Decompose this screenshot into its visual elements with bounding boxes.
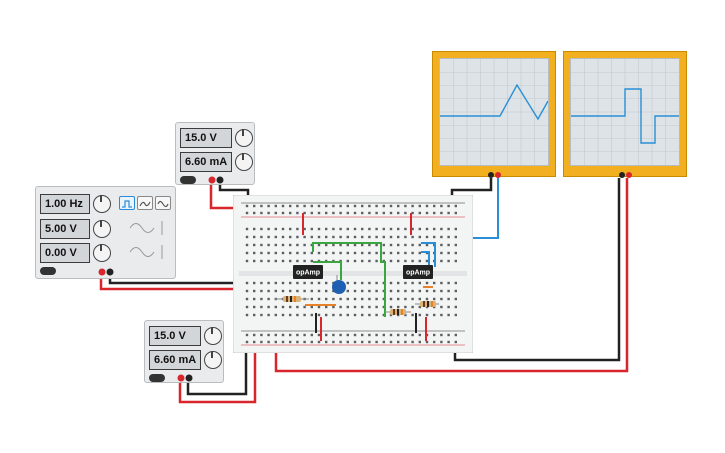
negative-probe[interactable] [488,172,494,178]
oscilloscope-1[interactable] [432,51,556,178]
triangle-wave-icon [139,201,151,207]
chip-label: opAmp [296,270,320,277]
power-supply-top: 15.0 V 6.60 mA [175,122,255,185]
probe-terminals [619,172,632,178]
positive-probe[interactable] [626,172,632,178]
square-wave-trace [571,88,679,144]
offset-hint-icon [129,245,163,259]
negative-terminal[interactable] [106,268,114,276]
scope-screen [439,58,549,166]
sine-wave-icon [157,200,169,208]
jumper-green-1[interactable] [312,242,386,317]
current-display: 6.60 mA [149,350,201,370]
resistor-2[interactable] [385,309,411,315]
scope-screen [570,58,680,166]
sine-wave-button[interactable] [155,196,171,210]
jumper-blue-2[interactable] [421,251,430,267]
negative-terminal[interactable] [216,176,224,184]
voltage-knob[interactable] [204,327,222,345]
wire-scope2-red[interactable] [274,178,629,373]
terminals [98,268,114,276]
chip-label: opAmp [406,270,430,277]
wire-bottom-supply-black[interactable] [186,335,248,396]
jumper-green-2[interactable] [313,261,342,280]
triangle-wave-trace [440,83,548,121]
probe-terminals [488,172,501,178]
positive-terminal[interactable] [177,374,185,382]
opamp-chip-2[interactable]: opAmp [403,265,433,279]
positive-probe[interactable] [495,172,501,178]
function-generator: 1.00 Hz 5.00 V 0.00 V [35,186,176,279]
frequency-display: 1.00 Hz [40,194,90,214]
power-supply-bottom: 15.0 V 6.60 mA [144,320,224,383]
capacitor[interactable] [332,275,346,294]
scope-grid [440,59,548,165]
square-wave-button[interactable] [119,196,135,210]
amplitude-display: 5.00 V [40,219,90,239]
square-wave-icon [122,200,132,208]
oscilloscope-2[interactable] [563,51,687,178]
negative-probe[interactable] [619,172,625,178]
breadboard[interactable]: opAmp opAmp [233,195,473,353]
voltage-knob[interactable] [235,129,253,147]
positive-terminal[interactable] [208,176,216,184]
wire-scope2-black[interactable] [453,178,621,362]
amplitude-hint-icon [129,221,163,235]
power-toggle[interactable] [180,176,196,184]
scope-grid [571,59,679,165]
jumper-blue-1[interactable] [421,242,436,267]
current-knob[interactable] [204,351,222,369]
current-knob[interactable] [235,153,253,171]
offset-display: 0.00 V [40,243,90,263]
terminals [177,374,193,382]
opamp-chip-1[interactable]: opAmp [293,265,323,279]
wire-bottom-supply-red[interactable] [178,340,257,404]
triangle-wave-button[interactable] [137,196,153,210]
voltage-display: 15.0 V [180,128,232,148]
current-display: 6.60 mA [180,152,232,172]
offset-knob[interactable] [93,244,111,262]
resistor-1[interactable] [275,296,309,302]
power-toggle[interactable] [149,374,165,382]
positive-terminal[interactable] [98,268,106,276]
frequency-knob[interactable] [93,195,111,213]
negative-terminal[interactable] [185,374,193,382]
terminals [208,176,224,184]
voltage-display: 15.0 V [149,326,201,346]
amplitude-knob[interactable] [93,220,111,238]
wire-top-supply-red[interactable] [209,181,240,210]
resistor-3[interactable] [415,301,439,307]
center-channel [239,271,467,276]
power-toggle[interactable] [40,267,56,275]
